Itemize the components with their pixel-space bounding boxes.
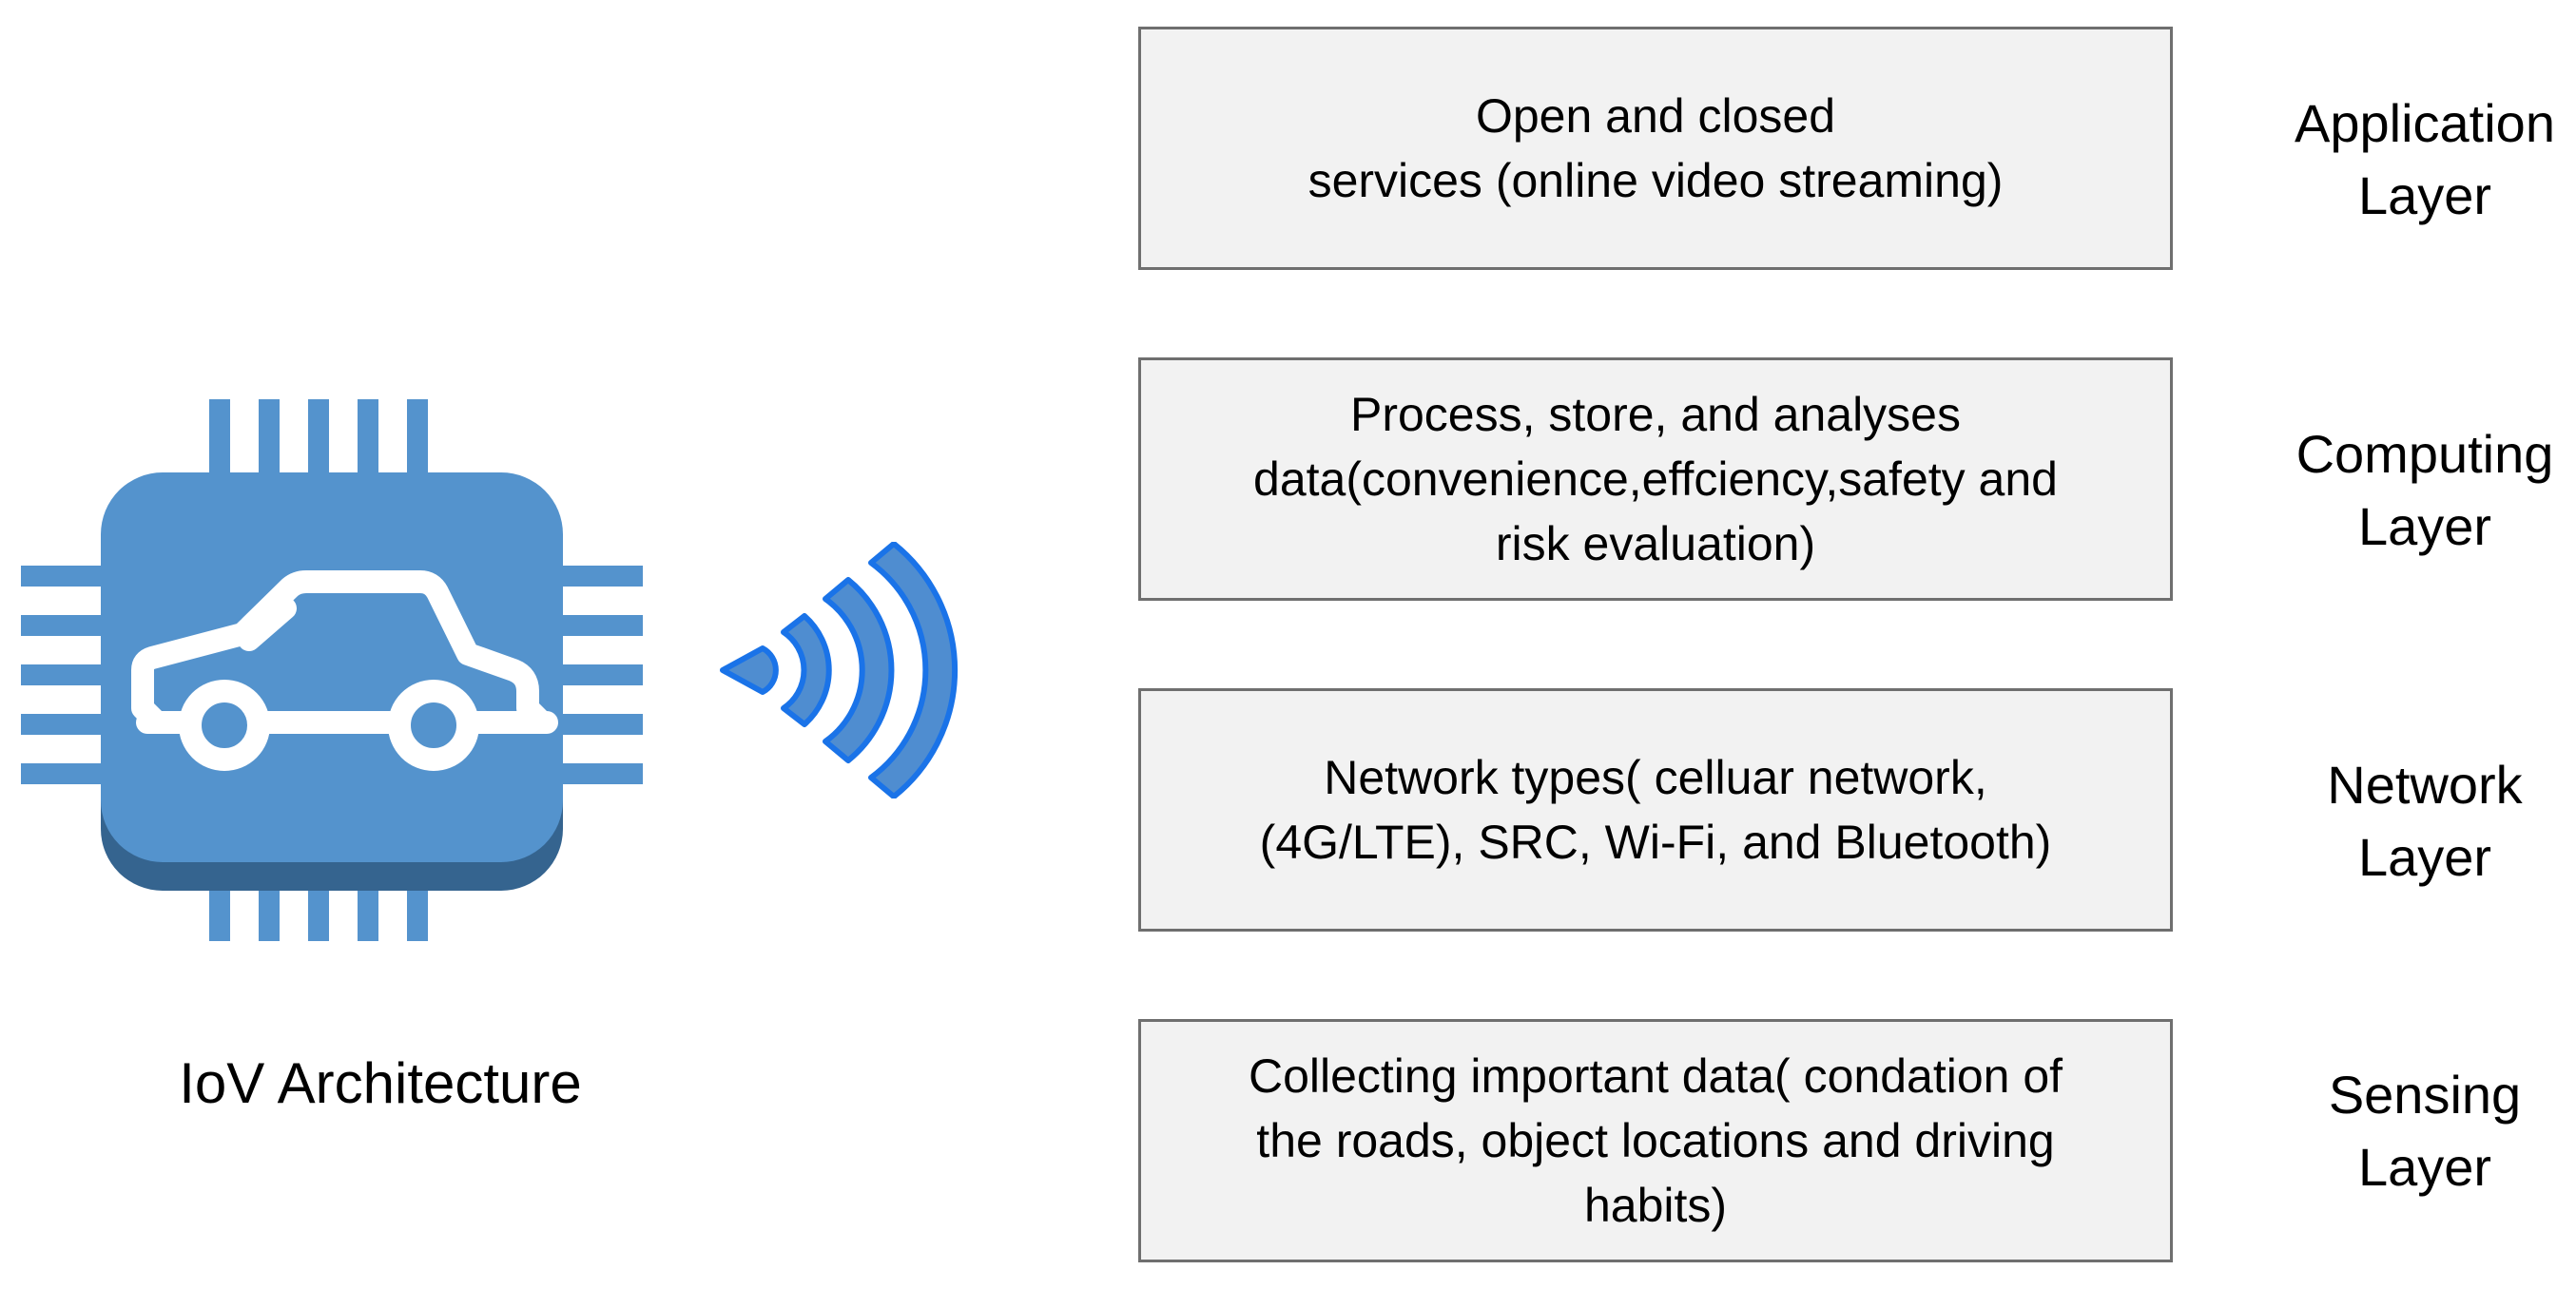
car-chip-icon xyxy=(0,385,666,955)
computing-layer-label: Computing Layer xyxy=(2295,424,2554,556)
sensing-layer-label: Sensing Layer xyxy=(2328,1065,2522,1197)
sensing-layer-box: Collecting important data( condation of … xyxy=(1138,1019,2173,1262)
computing-layer-description: Process, store, and analyses data(conven… xyxy=(1253,388,2058,570)
network-layer-label: Network Layer xyxy=(2327,755,2523,887)
application-layer-box: Open and closed services (online video s… xyxy=(1138,27,2173,270)
network-layer-description: Network types( celluar network, (4G/LTE)… xyxy=(1259,751,2052,869)
computing-layer-box: Process, store, and analyses data(conven… xyxy=(1138,357,2173,601)
application-layer-description: Open and closed services (online video s… xyxy=(1307,89,2004,207)
sensing-layer-description: Collecting important data( condation of … xyxy=(1248,1049,2063,1232)
application-layer-label: Application Layer xyxy=(2295,93,2555,225)
diagram-caption: IoV Architecture xyxy=(179,1051,582,1115)
wireless-signal-icon xyxy=(704,542,1017,798)
network-layer-box: Network types( celluar network, (4G/LTE)… xyxy=(1138,688,2173,932)
